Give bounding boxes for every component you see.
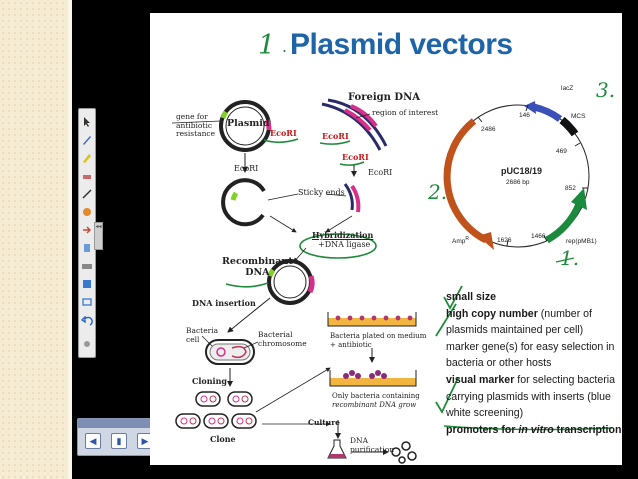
- purified-plasmids: [391, 441, 417, 464]
- position-label: 146: [519, 112, 530, 119]
- region-label: region of interest: [372, 108, 439, 117]
- cloning-label: Cloning: [192, 376, 228, 386]
- ecori-cut-label: EcoRI: [368, 168, 393, 177]
- clone-cells: [175, 391, 257, 429]
- highlighter-icon[interactable]: [81, 151, 93, 163]
- line-icon[interactable]: [81, 187, 93, 199]
- bacteria-cell-label: Bacteria cell: [186, 326, 219, 344]
- ink-underline: [339, 161, 365, 166]
- feature-line: plasmids maintained per cell): [446, 324, 584, 337]
- ink-circle: [299, 233, 377, 259]
- title-ink-number: 1: [258, 30, 276, 61]
- foreign-dna-strands: [321, 98, 388, 151]
- toolbar-expand-handle[interactable]: ◂◂: [94, 222, 103, 250]
- color-icon[interactable]: [81, 277, 93, 289]
- ink-underline: [263, 138, 299, 144]
- ecori-label: EcoRI: [270, 128, 297, 138]
- region-pointer: [355, 113, 371, 119]
- feature-line: white screening): [446, 407, 524, 420]
- agar-plate-2: [329, 370, 417, 387]
- cut-plasmid: [221, 178, 266, 227]
- ecori-cut-label: EcoRI: [234, 164, 259, 173]
- culture-label: Culture: [308, 418, 340, 427]
- recombinant-plasmid: [267, 259, 315, 305]
- paper-background: [0, 0, 72, 479]
- flask-icon: [327, 439, 347, 459]
- feature-line: high copy number (number of: [446, 307, 592, 320]
- agar-plate-1: [327, 312, 417, 327]
- position-label: 852: [565, 185, 576, 192]
- bacterial-chromosome-label: Bacterial chromosome: [258, 330, 307, 348]
- feature-line: bacteria or other hosts: [446, 357, 552, 370]
- title-ink-dot: .: [282, 36, 288, 56]
- puc-size: 2686 bp: [506, 179, 530, 186]
- undo-icon[interactable]: [80, 315, 93, 327]
- ink-check-mark: [435, 377, 459, 414]
- recombinant-dna-label: Recombinant DNA: [222, 256, 293, 278]
- hybridization-label: Hybridization: [312, 230, 374, 240]
- pointer-icon[interactable]: [81, 115, 93, 127]
- position-label: 469: [556, 148, 567, 155]
- cut-foreign-dna: [343, 183, 361, 213]
- feature-line: marker gene(s) for easy selection in: [446, 340, 615, 353]
- feature-list: small size high copy number (number of p…: [446, 289, 622, 438]
- dna-insertion-label: DNA insertion: [192, 298, 256, 308]
- sticky-ends-label: Sticky ends: [298, 188, 345, 197]
- ecori-label: EcoRI: [342, 152, 369, 162]
- feature-line: carrying plasmids with inserts (blue: [446, 390, 611, 403]
- slide-title: Plasmid vectors: [290, 28, 513, 61]
- slide-canvas: [150, 13, 622, 465]
- clone-label: Clone: [210, 434, 236, 444]
- arrow-tool-icon[interactable]: [81, 223, 93, 235]
- ink-number-1: 1.: [560, 246, 580, 270]
- screen-icon[interactable]: [81, 295, 93, 307]
- paper-edge: [68, 0, 72, 479]
- ink-underline: [443, 425, 613, 431]
- ink-number-2: 2.: [428, 180, 448, 204]
- gene-label: gene for antibiotic resistance: [176, 112, 216, 138]
- feature-line: visual marker for selecting bacteria: [446, 373, 616, 386]
- position-label: 2486: [481, 126, 496, 133]
- fill-icon[interactable]: [81, 205, 93, 217]
- slide-icon[interactable]: ▮: [111, 433, 127, 449]
- plated-label: Bacteria plated on medium + antibiotic: [330, 332, 427, 349]
- navigation-strip: [78, 419, 158, 428]
- puc-name: pUC18/19: [501, 166, 543, 176]
- ink-number-3: 3.: [596, 78, 616, 102]
- dna-ligase-label: +DNA ligase: [318, 240, 371, 249]
- marker-icon[interactable]: [81, 241, 93, 253]
- gene-pointer-line: [171, 120, 222, 124]
- dna-purification-label: DNA purification: [350, 436, 395, 454]
- rep-label: rep(pMB1): [566, 238, 597, 245]
- amp-label: AmpR: [452, 236, 469, 246]
- ink-check-mark: [443, 285, 463, 310]
- mcs-label: MCS: [571, 113, 586, 120]
- ink-underline: [225, 282, 269, 288]
- feature-line: small size: [446, 291, 497, 303]
- pen-icon[interactable]: [81, 133, 93, 145]
- eraser-icon[interactable]: [81, 169, 93, 181]
- lacz-label: lacZ: [561, 85, 574, 92]
- ink-underline: [319, 140, 351, 145]
- puc-plasmid-map: [443, 101, 590, 250]
- only-bacteria-label: Only bacteria containing recombinant DNA…: [332, 392, 420, 409]
- ecori-label: EcoRI: [322, 131, 349, 141]
- foreign-dna-label: Foreign DNA: [348, 92, 420, 103]
- plasmid-label: Plasmid: [227, 118, 270, 129]
- bacteria-cell: [205, 339, 255, 365]
- keyboard-icon[interactable]: [81, 259, 93, 271]
- position-label: 1466: [531, 233, 546, 240]
- position-label: 1626: [497, 237, 512, 244]
- previous-icon[interactable]: ◀: [85, 433, 101, 449]
- plasmid-circle: [219, 100, 272, 152]
- tool-settings-icon[interactable]: [81, 337, 93, 349]
- feature-line: promoters for in vitro transcription: [446, 423, 622, 436]
- ink-check-mark: [435, 303, 457, 337]
